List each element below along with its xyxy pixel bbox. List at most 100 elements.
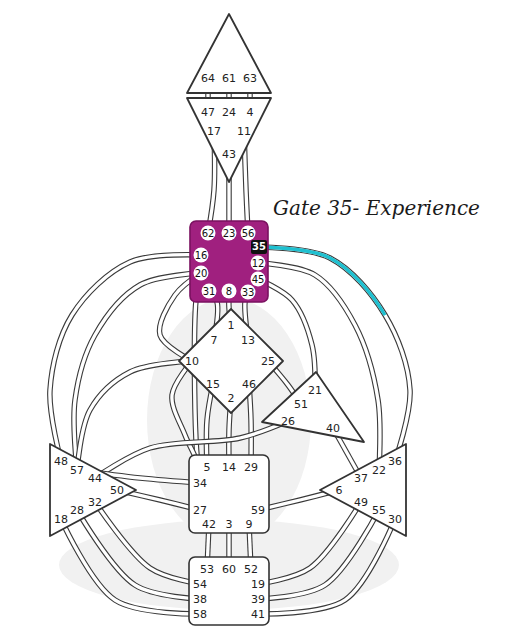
heart-center: 21512640 [259,369,367,445]
spleen-center: 4857 44 50 32 2818 [47,441,139,539]
gate-number: 25 [261,355,275,368]
gate-number: 3 [226,518,233,531]
gate-number: 37 [354,472,368,485]
gate-number: 53 [200,563,214,576]
center-shape [187,14,271,93]
center-shape [262,372,364,442]
gate-number: 50 [110,484,124,497]
gate-number: 47 [201,106,215,119]
gate-number: 19 [251,578,265,591]
center-shape [189,455,269,533]
selected-gate-number: 35 [251,240,267,254]
gate-number: 32 [88,496,102,509]
gate-number: 60 [222,563,236,576]
center-shape [50,444,136,536]
root-center: 53 60 52 54 19 38 39 58 41 [186,554,272,628]
gate-number: 22 [372,464,386,477]
channel-fill [77,510,200,599]
gate-number: 17 [207,125,221,138]
gate-number: 49 [354,496,368,509]
channel-fill [258,502,361,584]
center-shape [189,557,269,625]
gate-number: 59 [251,504,265,517]
gate-number: 43 [222,148,236,161]
gate-number: 31 [202,284,217,299]
channel-line [258,502,361,584]
gate-number: 45 [251,272,266,287]
gate-number: 52 [244,563,258,576]
gate-number: 64 [201,72,215,85]
gate-number: 7 [211,334,218,347]
gate-number: 42 [202,518,216,531]
channel-fill [61,519,200,614]
center-outline [259,369,367,445]
channel-fill [95,502,200,584]
gate-number: 16 [194,248,209,263]
gate-number: 55 [372,504,386,517]
gate-number: 41 [251,608,265,621]
head-center: 64 61 63 [184,11,274,96]
gate-number: 46 [242,378,256,391]
gate-number: 18 [54,513,68,526]
gate-number: 63 [243,72,257,85]
channel-line [258,519,395,614]
channel-group [95,502,200,584]
channel-group [259,247,410,461]
gate-number: 6 [336,484,343,497]
gate-number: 24 [222,106,236,119]
gate-number: 4 [247,106,254,119]
gate-number: 62 [201,226,216,241]
center-shape [187,98,271,182]
gate-number: 10 [185,355,199,368]
gate-number: 2 [228,392,235,405]
channel-fill [259,247,410,461]
gate-number: 56 [241,226,256,241]
channel-group [258,502,361,584]
gate-number: 58 [193,608,207,621]
sacral-center: 5 14 29 34 27 59 42 39 [186,452,272,536]
channel-line [61,519,200,614]
gate-number: 38 [193,593,207,606]
center-shape [190,221,268,302]
gate-number: 61 [222,72,236,85]
channel-line [77,510,200,599]
gate-number: 15 [206,378,220,391]
center-shape [320,444,406,536]
gate-number: 11 [237,125,251,138]
channel-line [259,247,410,461]
gate-number: 48 [54,455,68,468]
g-center: 1713102515462 [176,306,286,416]
throat-center: 622356351612204531833 [187,218,271,305]
diagram-title: Gate 35- Experience [273,196,480,220]
gate-number: 20 [194,266,209,281]
gate-number: 27 [193,504,207,517]
gate-number: 30 [388,513,402,526]
gate-number: 39 [251,593,265,606]
gate-number: 28 [70,504,84,517]
gate-number: 26 [281,415,295,428]
gate-number: 40 [326,422,340,435]
gate-number: 36 [388,455,402,468]
channel-line [95,502,200,584]
gate-number: 9 [246,518,253,531]
gate-number: 13 [241,334,255,347]
gate-number: 54 [193,578,207,591]
gate-number: 14 [222,461,236,474]
gate-number: 44 [88,472,102,485]
channel-group [77,510,200,599]
ajna-center: 47 24 4 17 1143 [184,95,274,185]
gate-number: 29 [244,461,258,474]
channel-fill [258,519,395,614]
gate-number: 21 [308,384,322,397]
channel-group [258,519,395,614]
gate-number: 23 [222,226,237,241]
gate-number: 34 [193,477,207,490]
gate-number: 5 [204,461,211,474]
active-gate-half [259,247,410,461]
channel-group [61,519,200,614]
gate-number: 12 [251,256,266,271]
gate-number: 57 [70,464,84,477]
